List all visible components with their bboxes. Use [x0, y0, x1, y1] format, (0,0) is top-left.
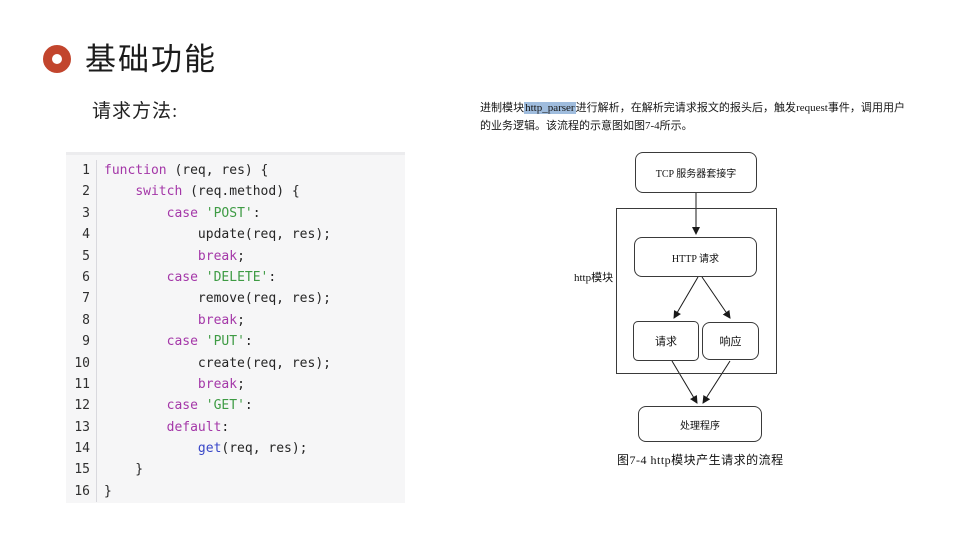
line-number: 13 — [66, 416, 97, 439]
line-number: 10 — [66, 352, 97, 374]
http-module-boundary — [616, 208, 777, 374]
line-number: 4 — [66, 224, 97, 246]
code-line: 2 switch (req.method) { — [66, 181, 405, 203]
code-text: remove(req, res); — [104, 291, 331, 307]
node-tcp-server-socket: TCP 服务器套接字 — [635, 152, 757, 193]
code-text: create(req, res); — [104, 355, 331, 371]
title-bullet-icon — [43, 45, 71, 73]
section-subtitle: 请求方法: — [92, 101, 179, 122]
node-http-request: HTTP 请求 — [634, 237, 757, 277]
code-line: 12 case 'GET': — [66, 395, 405, 417]
code-text: } — [104, 483, 112, 499]
code-line: 11 break; — [66, 373, 405, 396]
code-text: case 'DELETE': — [166, 269, 277, 285]
code-line: 5 break; — [66, 245, 405, 267]
code-text: case 'PUT': — [166, 334, 253, 350]
http-module-label: http模块 — [574, 272, 614, 284]
code-text: get(req, res); — [197, 441, 308, 457]
code-text: break; — [197, 376, 245, 392]
code-text: default: — [166, 419, 230, 435]
code-text: function (req, res) { — [104, 163, 269, 178]
line-number: 15 — [66, 459, 97, 481]
code-line: 13 default: — [66, 416, 405, 439]
code-line: 4 update(req, res); — [66, 224, 405, 246]
line-number: 11 — [66, 373, 97, 396]
flow-diagram: TCP 服务器套接字 http模块 HTTP 请求 请求 响应 处理程序 图7-… — [560, 145, 890, 480]
line-number: 8 — [66, 309, 97, 332]
code-line: 15 } — [66, 459, 405, 481]
code-block: 1 function (req, res) { 2 switch (req.meth… — [66, 152, 405, 503]
code-text: case 'GET': — [166, 398, 253, 414]
line-number: 1 — [66, 160, 97, 182]
line-number: 3 — [66, 202, 97, 225]
line-number: 7 — [66, 288, 97, 310]
node-request: 请求 — [633, 321, 699, 361]
code-line: 10 create(req, res); — [66, 352, 405, 374]
body-paragraph: 进制模块http_parser进行解析，在解析完请求报文的报头后，触发reque… — [480, 99, 905, 135]
line-number: 14 — [66, 438, 97, 460]
code-text: update(req, res); — [104, 227, 331, 243]
code-line: 7 remove(req, res); — [66, 288, 405, 310]
code-text: case 'POST': — [166, 205, 261, 221]
code-text: } — [104, 462, 144, 478]
code-line: 3 case 'POST': — [66, 202, 405, 225]
diagram-arrows — [671, 193, 731, 404]
code-line: 1 function (req, res) { — [66, 160, 405, 182]
code-line: 9 case 'PUT': — [66, 331, 405, 353]
code-line: 8 break; — [66, 309, 405, 332]
line-number: 12 — [66, 395, 97, 417]
code-line: 6 case 'DELETE': — [66, 266, 405, 289]
code-text: break; — [197, 312, 245, 328]
highlighted-term: http_parser — [524, 102, 576, 114]
node-handler: 处理程序 — [638, 406, 762, 442]
line-number: 2 — [66, 181, 97, 203]
paragraph-text-after: 进行解析，在解析完请求报文的报头后，触发request事件，调用用户的业务逻辑。… — [480, 102, 905, 132]
line-number: 9 — [66, 331, 97, 353]
line-number: 6 — [66, 266, 97, 289]
line-number: 5 — [66, 245, 97, 267]
code-text: break; — [197, 248, 245, 264]
page-title: 基础功能 — [85, 42, 217, 77]
code-text: switch (req.method) { — [135, 184, 300, 200]
code-line: 14 get(req, res); — [66, 438, 405, 460]
node-response: 响应 — [702, 322, 759, 360]
code-line: 16} — [66, 480, 405, 503]
paragraph-text-before: 进制模块 — [480, 102, 525, 114]
line-number: 16 — [66, 480, 97, 503]
code-lines: 1 function (req, res) { 2 switch (req.meth… — [66, 160, 405, 503]
figure-caption: 图7-4 http模块产生请求的流程 — [617, 453, 784, 467]
